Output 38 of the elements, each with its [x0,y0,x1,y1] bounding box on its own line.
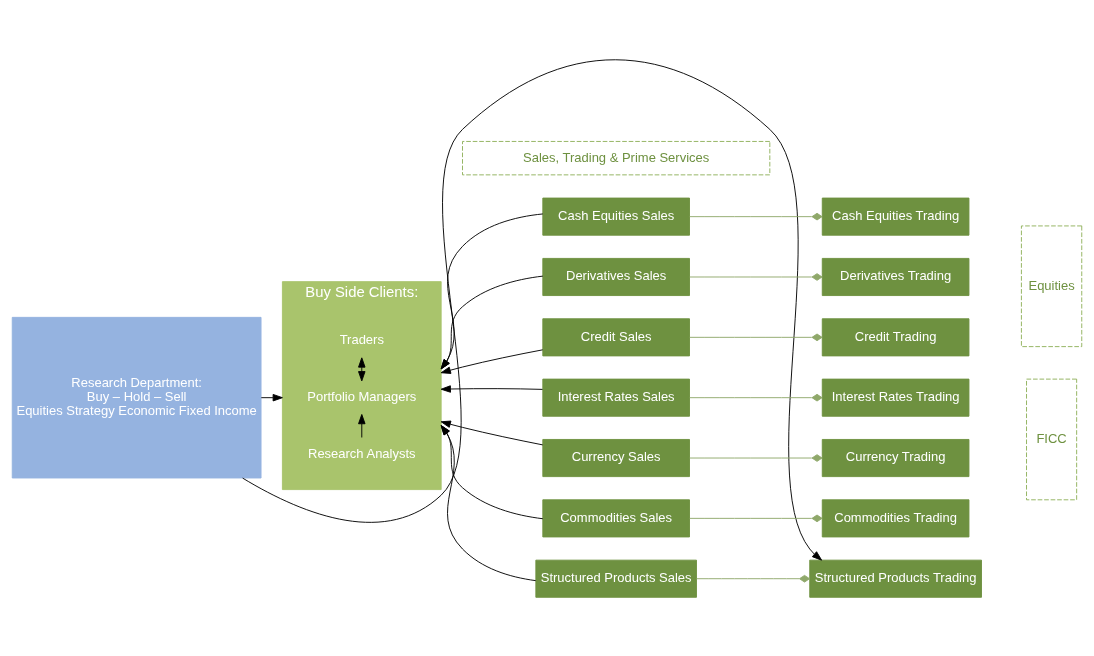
node-box: FICC [1026,378,1078,500]
node-text: Research Analysts [308,445,416,461]
connector [689,514,823,522]
arrow [440,348,544,374]
arrow [440,420,544,445]
node-box: Interest Rates Trading [821,378,970,417]
connector [689,212,823,220]
arrow [440,384,543,393]
connector [689,272,823,281]
node-text: Portfolio Managers [307,388,417,404]
arrow [440,424,544,519]
arrow [440,275,544,369]
node-box: Currency Trading [821,438,970,477]
node-box: Structured Products Sales [535,559,697,598]
node-box: Research Department: Buy – Hold – Sell Equities Strategy Economic Fixed Income [11,316,262,478]
arrow [358,413,366,438]
node-box: Derivatives Trading [821,257,970,296]
connector [689,333,823,341]
connector [689,453,823,462]
node-box: Commodities Sales [542,498,690,537]
node-box: Commodities Trading [821,498,970,537]
connector [689,393,823,401]
arrow [440,213,544,369]
node-box: Credit Sales [542,317,690,356]
node-box: Derivatives Sales [542,257,690,296]
arrow [440,424,537,581]
node-box: Currency Sales [542,438,690,477]
node-box: Equities [1020,224,1083,347]
arrow [242,58,823,561]
node-box: Credit Trading [821,317,970,356]
node-box: Structured Products Trading [809,559,982,598]
node-box: Cash Equities Trading [821,197,970,236]
connector [696,574,810,583]
node-text: Traders [339,331,384,347]
node-box: Cash Equities Sales [542,197,690,236]
node-box: Sales, Trading & Prime Services [462,140,771,175]
arrow [260,393,283,401]
node-box: Interest Rates Sales [542,378,690,417]
